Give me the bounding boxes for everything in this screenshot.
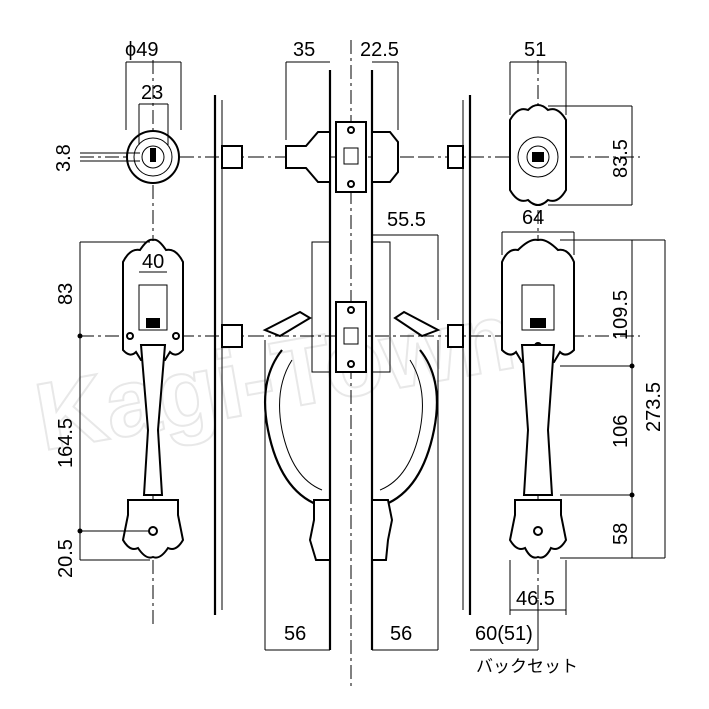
dim-inside-projection: 22.5 — [360, 39, 399, 61]
dim-cylinder-width: 23 — [141, 82, 163, 104]
dim-bottom-width: 46.5 — [516, 588, 555, 610]
dim-thumbturn-width: 51 — [524, 39, 546, 61]
dim-top-section: 109.5 — [610, 290, 632, 340]
dim-escutcheon-width-inside: 64 — [522, 207, 544, 229]
center-side-view — [250, 40, 441, 690]
dim-thumbturn-height: 83.5 — [610, 139, 632, 178]
backset-label: バックセット — [476, 657, 578, 677]
right-back-view — [420, 60, 666, 651]
dim-offset: 3.8 — [53, 144, 75, 172]
dim-bottom-section: 58 — [610, 523, 632, 545]
dimension-labels: ϕ49 23 3.8 35 22.5 51 83.5 55.5 64 40 83… — [53, 39, 665, 677]
dim-lever-projection: 55.5 — [387, 209, 426, 231]
dim-top-to-center: 83 — [55, 283, 77, 305]
dim-total-height: 273.5 — [643, 382, 665, 432]
dim-outside-projection: 35 — [293, 39, 315, 61]
dim-backset: 60(51) — [475, 623, 533, 645]
dim-grip-length: 164.5 — [55, 418, 77, 468]
left-front-view — [77, 60, 250, 625]
dim-rosette-diameter: ϕ49 — [125, 39, 158, 61]
dim-outside-depth: 56 — [284, 623, 306, 645]
dim-mid-section: 106 — [610, 415, 632, 448]
watermark-text: Kagi-Town — [28, 282, 523, 471]
dim-bottom-offset: 20.5 — [55, 539, 77, 578]
dim-escutcheon-inner-width: 40 — [142, 251, 164, 273]
dim-inside-depth: 56 — [390, 623, 412, 645]
